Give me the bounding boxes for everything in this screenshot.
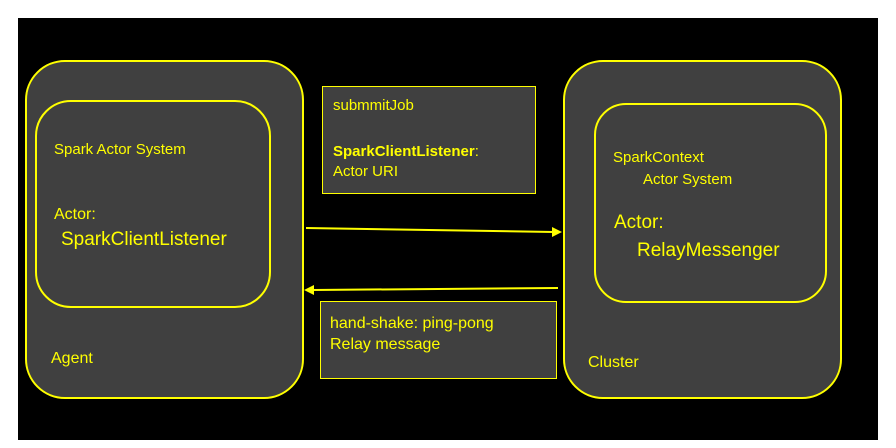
cluster-actor-name: RelayMessenger bbox=[637, 240, 780, 261]
listener-uri-label: SparkClientListener: bbox=[333, 143, 479, 160]
spark-context-box bbox=[594, 103, 827, 303]
spark-context-title-line2: Actor System bbox=[643, 171, 733, 188]
listener-name-bold: SparkClientListener bbox=[333, 143, 475, 160]
response-arrowhead bbox=[304, 285, 314, 295]
submit-job-label: submmitJob bbox=[333, 97, 414, 114]
spark-actor-system-title: Spark Actor System bbox=[54, 141, 186, 158]
agent-actor-name: SparkClientListener bbox=[61, 229, 227, 250]
agent-label: Agent bbox=[51, 350, 93, 367]
spark-actor-system-box bbox=[35, 100, 271, 308]
relay-message-label: Relay message bbox=[330, 336, 441, 353]
request-arrow-line bbox=[305, 227, 555, 233]
request-arrowhead bbox=[552, 227, 562, 237]
listener-colon: : bbox=[474, 143, 479, 160]
agent-actor-label: Actor: bbox=[54, 206, 96, 223]
spark-context-title-line1: SparkContext bbox=[613, 149, 704, 166]
cluster-actor-label: Actor: bbox=[614, 212, 664, 233]
submit-job-note bbox=[322, 86, 536, 194]
actor-uri-label: Actor URI bbox=[333, 163, 399, 180]
response-arrow-line bbox=[312, 287, 559, 291]
handshake-label: hand-shake: ping-pong bbox=[330, 315, 494, 332]
cluster-label: Cluster bbox=[588, 354, 639, 371]
handshake-note bbox=[320, 301, 557, 379]
